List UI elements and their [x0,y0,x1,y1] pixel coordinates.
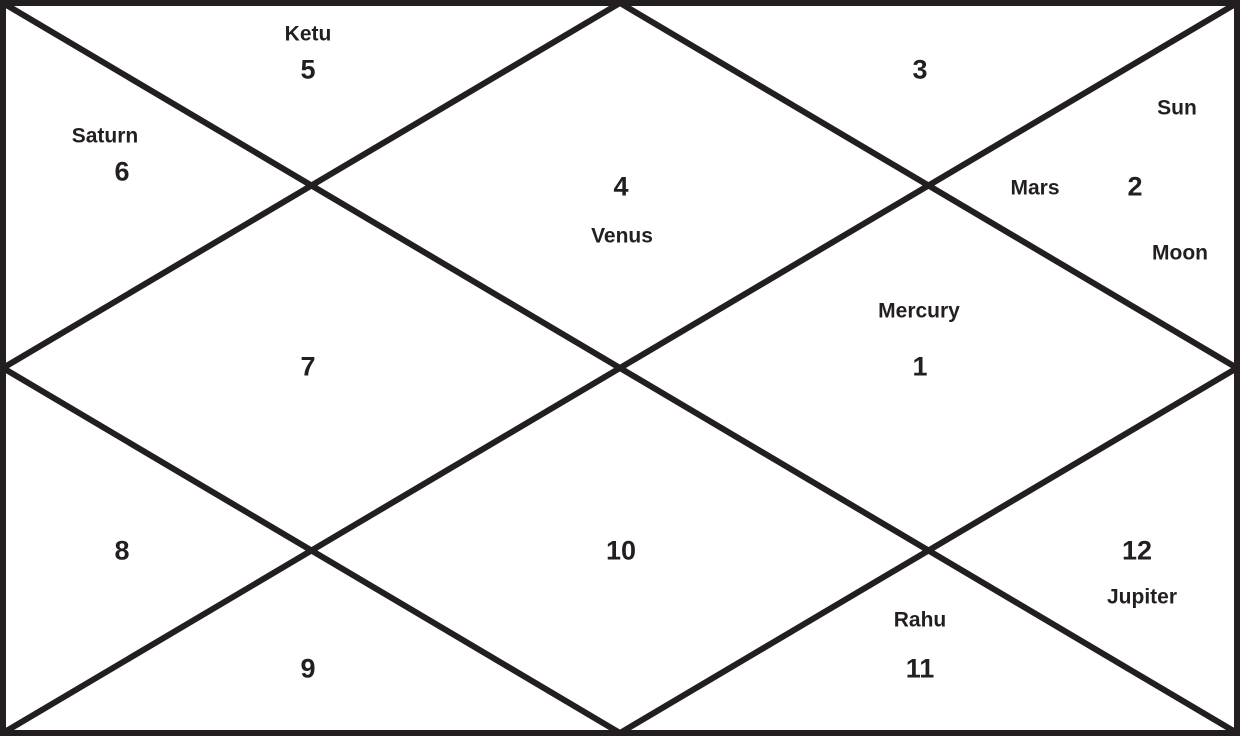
diamond-edge [0,0,625,373]
house-number-6: 6 [114,156,130,187]
house-number-7: 7 [300,351,316,382]
planet-mercury: Mercury [878,299,960,323]
house-number-10: 10 [605,535,637,566]
house-number-4: 4 [613,171,629,202]
house-number-3: 3 [912,54,928,85]
house-number-12: 12 [1121,535,1153,566]
house-number-2: 2 [1127,171,1143,202]
planet-mars: Mars [1010,176,1060,200]
planet-jupiter: Jupiter [1106,585,1178,609]
planet-venus: Venus [591,224,653,248]
diamond-edge [0,363,625,736]
house-number-1: 1 [912,351,928,382]
planet-ketu: Ketu [284,22,332,46]
house-number-9: 9 [300,653,316,684]
planet-rahu: Rahu [893,608,947,632]
house-number-5: 5 [300,54,316,85]
diamond-edge [615,0,1240,373]
planet-saturn: Saturn [71,124,139,148]
planet-sun: Sun [1157,96,1197,120]
house-number-11: 11 [905,653,935,684]
diamond-edge [615,363,1240,736]
house-number-8: 8 [114,535,130,566]
planet-moon: Moon [1152,241,1208,265]
